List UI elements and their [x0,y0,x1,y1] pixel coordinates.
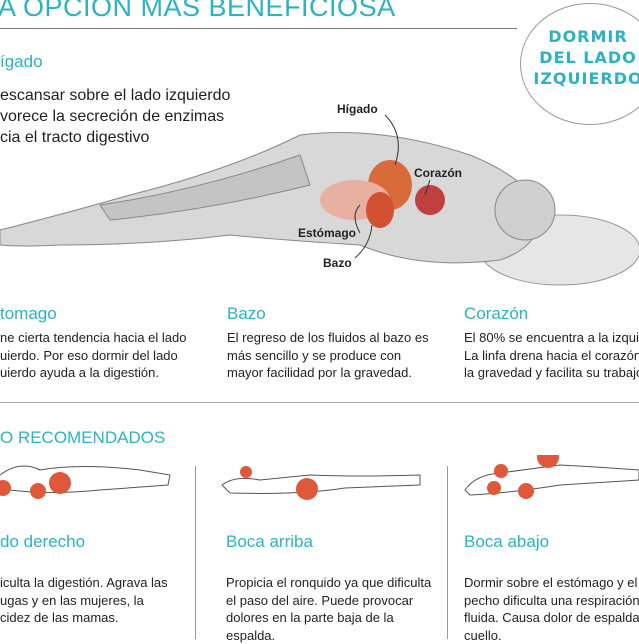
pain-marker [49,472,71,494]
pain-marker [296,478,318,500]
text-line: fluida. Causa dolor de espalda y [464,609,639,627]
organ-column: tomago ne cierta tendencia hacia el lado… [0,304,186,382]
text-line: uierdo. Por eso dormir del lado [0,347,186,365]
pain-marker [0,480,11,496]
pain-marker [518,483,534,499]
position-column: Boca abajo Dormir sobre el estómago y el… [464,532,639,644]
text-line: ne cierta tendencia hacia el lado [0,329,186,347]
badge-line: DEL LADO [528,47,639,68]
text-line: espalda. [226,627,431,644]
organ-heading: tomago [0,304,186,324]
pain-marker [30,483,46,499]
text-line: dolores en la parte baja de la [226,609,431,627]
intro-heading: ígado [0,52,43,72]
text-line: El 80% se encuentra a la izquie [464,329,639,347]
position-heading: do derecho [0,532,168,552]
text-line: iculta la digestión. Agrava las [0,574,168,592]
position-column: Boca arriba Propicia el ronquido ya que … [226,532,431,644]
pain-marker [487,481,501,495]
text-line: Propicia el ronquido ya que dificulta [226,574,431,592]
text-line: cuello. [464,627,639,644]
positions-illustrations [0,455,639,505]
organ-column: Bazo El regreso de los fluidos al bazo e… [227,304,429,382]
text-line: El regreso de los fluidos al bazo es [227,329,429,347]
label-spleen: Bazo [323,256,352,270]
label-liver: Hígado [337,102,378,116]
section-divider [0,402,639,403]
text-line: La linfa drena hacia el corazón [464,347,639,365]
stomach-organ [366,192,394,228]
right-side-figure [0,466,170,493]
text-line: cidez de las mamas. [0,609,168,627]
title-divider [0,28,517,29]
pain-marker [494,464,508,478]
text-line: pecho dificulta una respiración [464,592,639,610]
text-line: la gravedad y facilita su trabajo [464,364,639,382]
text-line: el paso del aire. Puede provocar [226,592,431,610]
heart-organ [415,185,445,215]
page-title: A OPCION MAS BENEFICIOSA [0,0,396,23]
body-silhouette [0,133,541,263]
badge-line: IZQUIERDO [528,68,639,89]
sleeping-body-illustration [0,95,639,300]
column-divider [195,466,196,639]
column-divider [447,466,448,639]
position-column: do derecho iculta la digestión. Agrava l… [0,532,168,627]
pain-marker [240,466,252,478]
text-line: más sencillo y se produce con [227,347,429,365]
section-heading: O RECOMENDADOS [0,428,165,448]
badge-line: DORMIR [528,26,639,47]
label-stomach: Estómago [298,226,356,240]
back-figure [222,475,420,493]
head [495,180,555,240]
badge-text: DORMIR DEL LADO IZQUIERDO [528,26,639,89]
organ-heading: Bazo [227,304,429,324]
text-line: Dormir sobre el estómago y el [464,574,639,592]
position-heading: Boca arriba [226,532,431,552]
organ-heading: Corazón [464,304,639,324]
text-line: uierdo ayuda a la digestión. [0,364,186,382]
text-line: ugas y en las mujeres, la [0,592,168,610]
position-heading: Boca abajo [464,532,639,552]
text-line: mayor facilidad por la gravedad. [227,364,429,382]
label-heart: Corazón [414,166,462,180]
